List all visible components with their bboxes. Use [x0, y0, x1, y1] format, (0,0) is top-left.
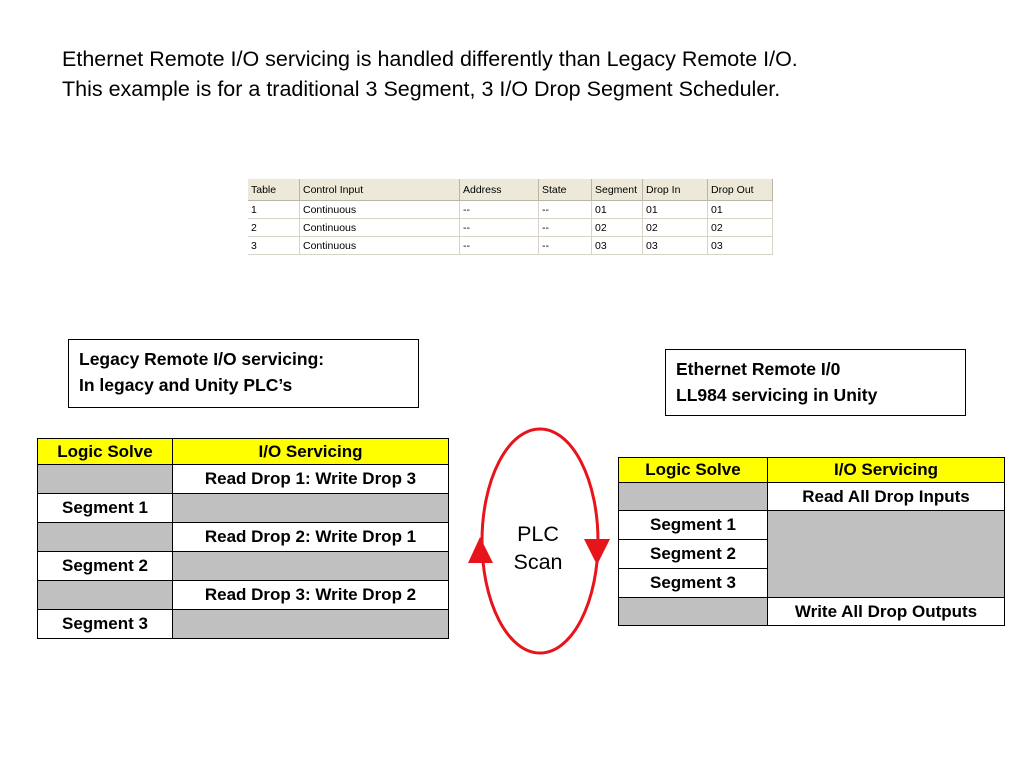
table-cell: -- [459, 200, 539, 219]
logic-cell [618, 482, 768, 511]
segment-scheduler-table: Table Control Input Address State Segmen… [248, 179, 776, 259]
io-cell: Read Drop 1: Write Drop 3 [172, 464, 449, 494]
plc-scan-line-2: Scan [513, 550, 563, 574]
plc-scan-line-1: PLC [517, 522, 559, 546]
table-cell: 02 [707, 218, 773, 237]
scheduler-header-row: Table Control Input Address State Segmen… [248, 179, 773, 201]
table-row: Read Drop 1: Write Drop 3 [37, 464, 449, 494]
table-cell: 01 [591, 200, 643, 219]
logic-cell [37, 522, 173, 552]
table-row[interactable]: 3 Continuous -- -- 03 03 03 [248, 236, 773, 255]
intro-line-1: Ethernet Remote I/O servicing is handled… [62, 47, 798, 71]
column-header[interactable]: Address [459, 179, 539, 201]
column-header[interactable]: Drop In [642, 179, 708, 201]
table-header-row: Logic Solve I/O Servicing [618, 457, 1005, 483]
arrow-down-icon [584, 539, 610, 565]
intro-line-2: This example is for a traditional 3 Segm… [62, 77, 781, 101]
column-header[interactable]: Segment [591, 179, 643, 201]
table-header-row: Logic Solve I/O Servicing [37, 438, 449, 465]
table-cell: -- [538, 218, 592, 237]
io-cell: Read Drop 3: Write Drop 2 [172, 580, 449, 610]
logic-cell: Segment 3 [37, 609, 173, 639]
io-cell [767, 510, 1005, 598]
table-cell: 2 [248, 218, 300, 237]
table-cell: 03 [707, 236, 773, 255]
table-cell: Continuous [299, 236, 460, 255]
table-row: Read All Drop Inputs [618, 482, 1005, 511]
column-header[interactable]: Table [248, 179, 300, 201]
logic-cell: Segment 2 [37, 551, 173, 581]
segment-cell: Segment 3 [618, 568, 768, 598]
io-servicing-header: I/O Servicing [172, 438, 449, 465]
table-cell: -- [459, 236, 539, 255]
table-cell: Continuous [299, 200, 460, 219]
arrow-up-icon [468, 537, 493, 563]
table-cell: -- [538, 236, 592, 255]
table-row[interactable]: 1 Continuous -- -- 01 01 01 [248, 200, 773, 219]
logic-solve-header: Logic Solve [618, 457, 768, 483]
table-cell: 01 [707, 200, 773, 219]
column-header[interactable]: State [538, 179, 592, 201]
segment-cell: Segment 2 [618, 539, 768, 569]
legacy-label-line-1: Legacy Remote I/O servicing: [79, 349, 325, 369]
table-cell: 02 [591, 218, 643, 237]
table-row[interactable]: 2 Continuous -- -- 02 02 02 [248, 218, 773, 237]
table-row: Segment 2 [37, 551, 449, 581]
column-header[interactable]: Drop Out [707, 179, 773, 201]
table-cell: 02 [642, 218, 708, 237]
table-row: Segment 1 [37, 493, 449, 523]
ethernet-io-table: Logic Solve I/O Servicing Read All Drop … [618, 457, 1005, 626]
logic-cell: Segment 1 [37, 493, 173, 523]
intro-text: Ethernet Remote I/O servicing is handled… [62, 44, 798, 104]
io-cell: Read Drop 2: Write Drop 1 [172, 522, 449, 552]
logic-solve-header: Logic Solve [37, 438, 173, 465]
io-cell [172, 551, 449, 581]
table-row: Write All Drop Outputs [618, 597, 1005, 626]
table-cell: 01 [642, 200, 708, 219]
legacy-label-line-2: In legacy and Unity PLC’s [79, 375, 293, 395]
io-cell [172, 609, 449, 639]
ethernet-label-line-1: Ethernet Remote I/0 [676, 359, 841, 379]
table-cell: 1 [248, 200, 300, 219]
ethernet-label-line-2: LL984 servicing in Unity [676, 385, 878, 405]
table-row: Segment 3 [37, 609, 449, 639]
table-row: Segment 3 [618, 568, 1005, 598]
plc-scan-loop-icon [468, 427, 610, 655]
column-header[interactable]: Control Input [299, 179, 460, 201]
table-row: Segment 1 [618, 510, 1005, 598]
table-row: Read Drop 2: Write Drop 1 [37, 522, 449, 552]
write-all-cell: Write All Drop Outputs [767, 597, 1005, 626]
table-row: Read Drop 3: Write Drop 2 [37, 580, 449, 610]
ethernet-label-box: Ethernet Remote I/0 LL984 servicing in U… [665, 349, 966, 416]
io-cell [172, 493, 449, 523]
logic-cell [618, 597, 768, 626]
io-servicing-header: I/O Servicing [767, 457, 1005, 483]
legacy-label-box: Legacy Remote I/O servicing: In legacy a… [68, 339, 419, 408]
table-cell: Continuous [299, 218, 460, 237]
table-cell: -- [538, 200, 592, 219]
logic-cell [37, 464, 173, 494]
plc-scan-label: PLC Scan [508, 520, 568, 576]
table-cell: 03 [642, 236, 708, 255]
table-cell: 3 [248, 236, 300, 255]
logic-cell [37, 580, 173, 610]
read-all-cell: Read All Drop Inputs [767, 482, 1005, 511]
segment-cell: Segment 1 [618, 510, 768, 540]
table-cell: -- [459, 218, 539, 237]
table-row: Segment 2 [618, 539, 1005, 569]
legacy-io-table: Logic Solve I/O Servicing Read Drop 1: W… [37, 438, 449, 639]
table-cell: 03 [591, 236, 643, 255]
